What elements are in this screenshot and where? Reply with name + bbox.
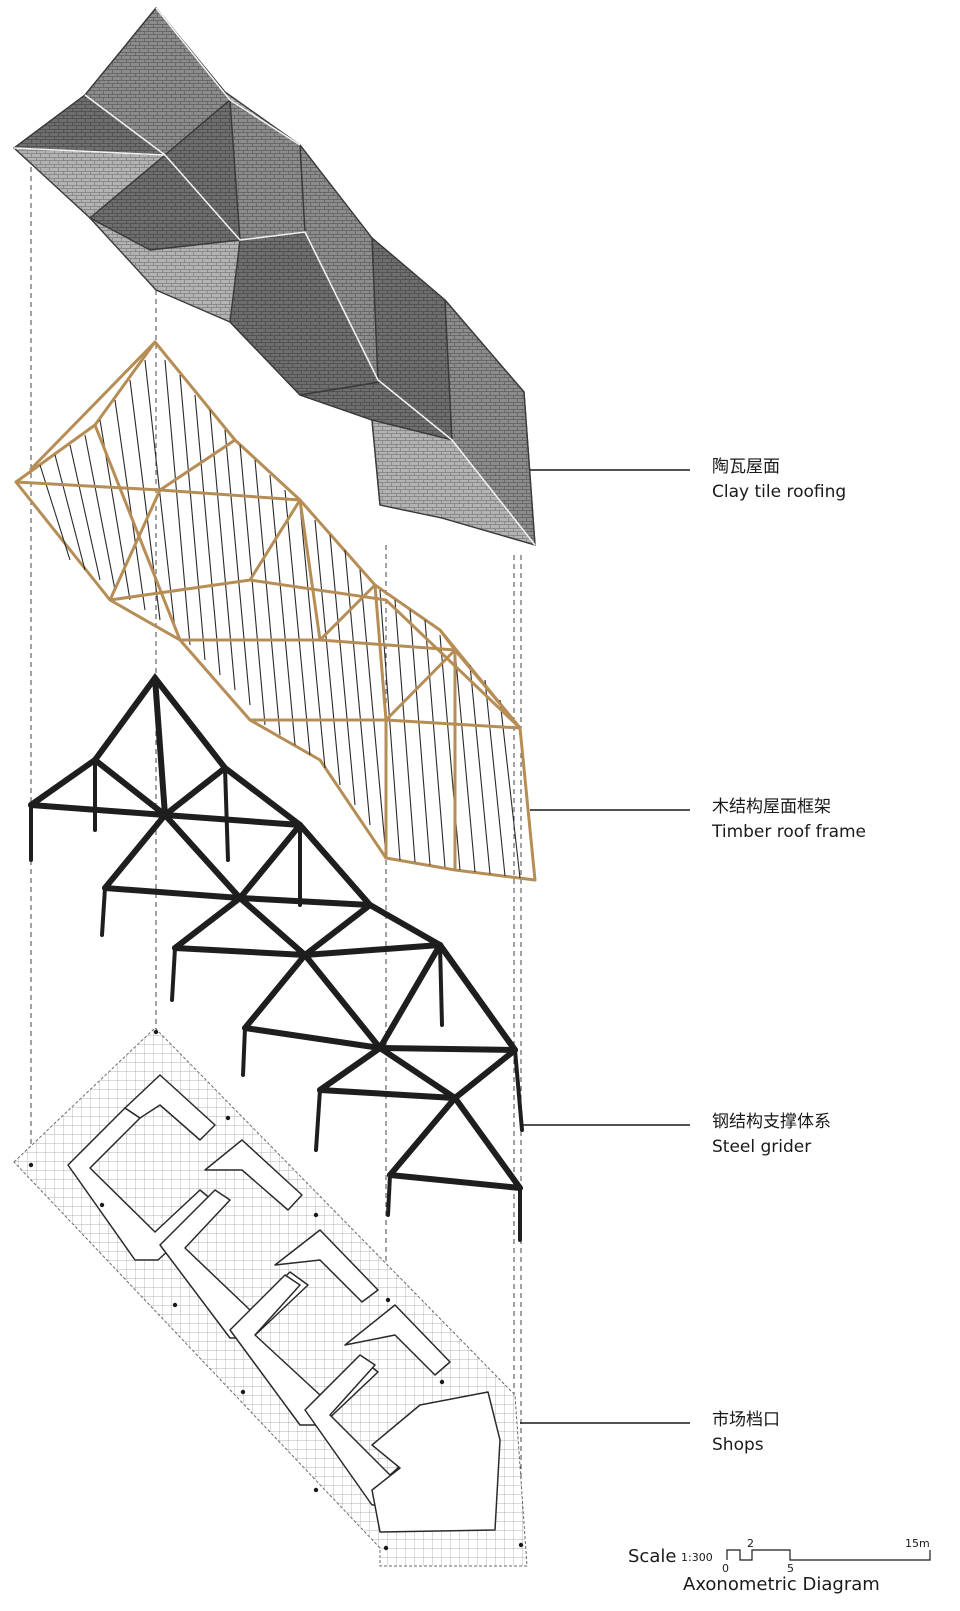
timber-roof-frame [14, 340, 537, 882]
label-steel-en: Steel grider [712, 1137, 811, 1157]
clay-tile-roof [13, 7, 536, 546]
scale-tick-0: 0 [722, 1562, 729, 1575]
scale-tick-2: 2 [747, 1537, 754, 1550]
label-steel-zh: 钢结构支撑体系 [712, 1112, 831, 1132]
label-roofing-en: Clay tile roofing [712, 482, 846, 502]
label-shops-en: Shops [712, 1435, 764, 1455]
scale-ratio: 1:300 [681, 1551, 713, 1564]
diagram-caption: Axonometric Diagram [683, 1574, 880, 1595]
steel-girder [28, 673, 524, 1242]
label-timber-en: Timber roof frame [711, 822, 866, 842]
scale-bar: Scale 1:300 0 2 5 15m Axonometric Diagra… [628, 1537, 931, 1595]
scale-label: Scale [628, 1546, 676, 1567]
leader-lines [520, 469, 690, 1424]
label-timber-zh: 木结构屋面框架 [712, 797, 831, 817]
scale-tick-15m: 15m [905, 1537, 930, 1550]
shops-floor-plan [13, 1027, 528, 1567]
label-shops-zh: 市场档口 [712, 1410, 780, 1430]
label-roofing-zh: 陶瓦屋面 [712, 457, 780, 477]
scale-tick-5: 5 [787, 1562, 794, 1575]
